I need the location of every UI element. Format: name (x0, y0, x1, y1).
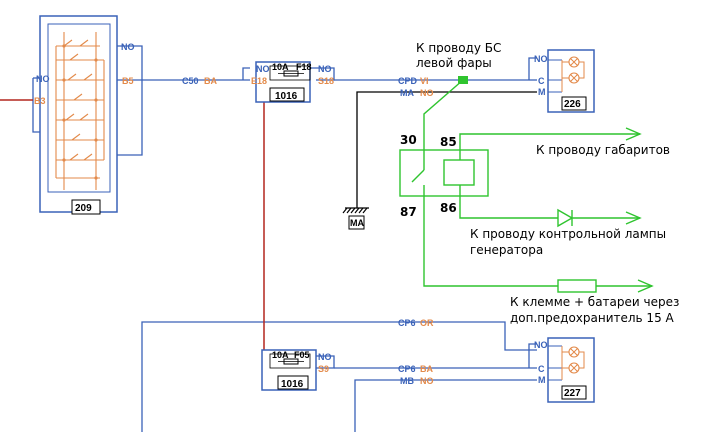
lamp-227-m: M (538, 375, 546, 385)
wire-mb-color: NO (420, 376, 434, 386)
wire-ma-color: NO (420, 88, 434, 98)
lamp-227-c: C (538, 364, 545, 374)
fuse-bottom-rating: 10A (272, 350, 289, 360)
fuse-top-s18: S18 (318, 76, 334, 86)
relay-pin-86: 86 (440, 201, 457, 215)
note-bs-line1: К проводу БС (416, 41, 501, 55)
labels: NO B5 NO B3 209 C50 BA NO E18 10A F18 NO… (34, 41, 679, 399)
fuse-top-fuse: F18 (296, 62, 312, 72)
relay-box (399, 149, 489, 197)
fuse-top-no-left: NO (256, 64, 270, 74)
ground-symbol (342, 207, 369, 214)
pin-b5: B5 (122, 76, 134, 86)
red-fuse-wire (263, 86, 272, 369)
wire-cp6-top-color: OR (420, 318, 434, 328)
cp6-top-wire (141, 321, 537, 432)
relay-pin-30: 30 (400, 133, 417, 147)
relay-pin-87: 87 (400, 205, 417, 219)
lamp-wire (459, 185, 640, 219)
wire-ma-label: MA (400, 88, 414, 98)
fuse-top-rating: 10A (272, 62, 289, 72)
relay-coil (443, 159, 475, 186)
relay-pin-85: 85 (440, 135, 457, 149)
wire-cp6-label: CP6 (398, 364, 416, 374)
wire-cpd-label: CPD (398, 76, 418, 86)
pin-no-b3: NO (36, 74, 50, 84)
switch-block-id: 209 (75, 203, 92, 214)
gabarit-wire (459, 133, 640, 160)
lamp-227-id: 227 (564, 388, 581, 399)
lamp-226-id: 226 (564, 99, 581, 110)
no-loop-wire (117, 45, 143, 156)
wire-cp6-top-label: CP6 (398, 318, 416, 328)
lamp-226-c: C (538, 76, 545, 86)
lamp-block-226 (547, 49, 595, 113)
wire-c50-label: C50 (182, 76, 199, 86)
fuse-bottom-fuse: F05 (294, 350, 310, 360)
fuse-top-e18: E18 (251, 76, 267, 86)
relay-feed-wire (423, 79, 464, 170)
switch-dots (62, 44, 98, 180)
note-lamp-line2: генератора (470, 243, 543, 257)
pin-b3: B3 (34, 96, 46, 106)
switch-contacts (55, 32, 105, 190)
blue-wires (32, 45, 537, 432)
wire-c50-color: BA (204, 76, 217, 86)
b3-loop-wire (32, 78, 40, 133)
fuse-top-id: 1016 (275, 91, 298, 102)
green-relay-circuit (399, 79, 654, 293)
lamp-226-no: NO (534, 54, 548, 64)
lamp-227-no: NO (534, 340, 548, 350)
fuse-bottom-no: NO (318, 352, 332, 362)
note-battery-line1: К клемме + батареи через (510, 295, 679, 309)
wire-cpd-color: VI (420, 76, 429, 86)
wire-cp6-color: BA (420, 364, 433, 374)
note-battery-line2: доп.предохранитель 15 А (510, 311, 675, 325)
fuse-bottom-id: 1016 (281, 379, 304, 390)
lamp-block-227 (547, 337, 595, 403)
mb-wire (354, 379, 537, 432)
ground-label-box (348, 215, 365, 230)
note-gabarit: К проводу габаритов (536, 143, 670, 157)
ma-wire (356, 91, 537, 208)
ground-label: MA (350, 218, 364, 228)
lamp-226-m: M (538, 87, 546, 97)
splice-dot (458, 76, 468, 84)
note-bs-line2: левой фары (416, 56, 492, 70)
fuse-top (255, 61, 311, 103)
fuse-bottom (261, 349, 317, 391)
switch-block-209 (39, 15, 118, 215)
note-lamp-line1: К проводу контрольной лампы (470, 227, 666, 241)
wire-mb-label: MB (400, 376, 414, 386)
fuse-top-no-right: NO (318, 64, 332, 74)
pin-no-209: NO (121, 42, 135, 52)
fuse-bottom-s9: S9 (318, 364, 329, 374)
